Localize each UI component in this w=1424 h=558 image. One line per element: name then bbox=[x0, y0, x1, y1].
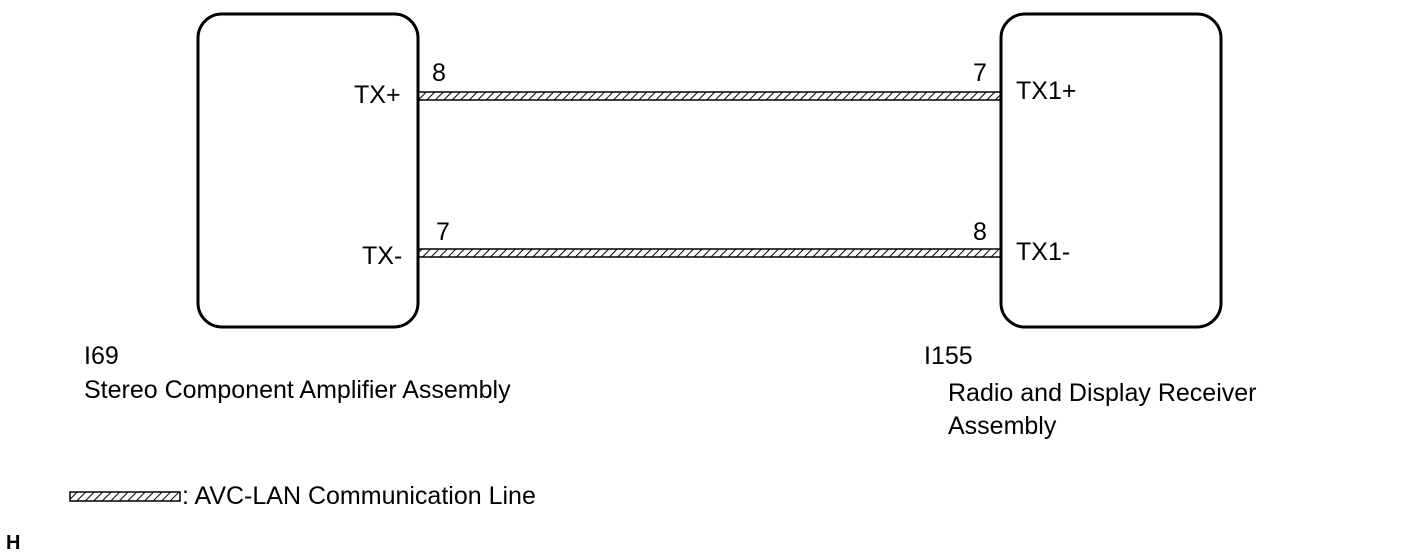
left-component-box bbox=[196, 12, 420, 329]
right-component-name-line2: Assembly bbox=[948, 412, 1057, 440]
legend-swatch bbox=[69, 491, 181, 502]
right-terminal-label-top: TX1+ bbox=[1016, 77, 1077, 105]
avc-lan-wire-top bbox=[417, 91, 1002, 101]
right-component-box bbox=[999, 12, 1223, 329]
right-component-id: I155 bbox=[924, 342, 973, 370]
right-component-name-line1: Radio and Display Receiver bbox=[948, 379, 1257, 407]
right-pin-number-top: 7 bbox=[973, 59, 987, 87]
corner-mark: H bbox=[6, 532, 21, 554]
legend-text: : AVC-LAN Communication Line bbox=[182, 482, 536, 510]
left-pin-number-bottom: 7 bbox=[436, 218, 450, 246]
left-pin-number-top: 8 bbox=[432, 59, 446, 87]
left-component-id: I69 bbox=[84, 342, 119, 370]
avc-lan-wire-bottom bbox=[417, 248, 1002, 258]
right-terminal-label-bottom: TX1- bbox=[1016, 238, 1071, 266]
right-pin-number-bottom: 8 bbox=[973, 218, 987, 246]
left-terminal-label-bottom: TX- bbox=[362, 242, 403, 270]
left-component-name: Stereo Component Amplifier Assembly bbox=[84, 376, 511, 404]
left-terminal-label-top: TX+ bbox=[354, 81, 401, 109]
